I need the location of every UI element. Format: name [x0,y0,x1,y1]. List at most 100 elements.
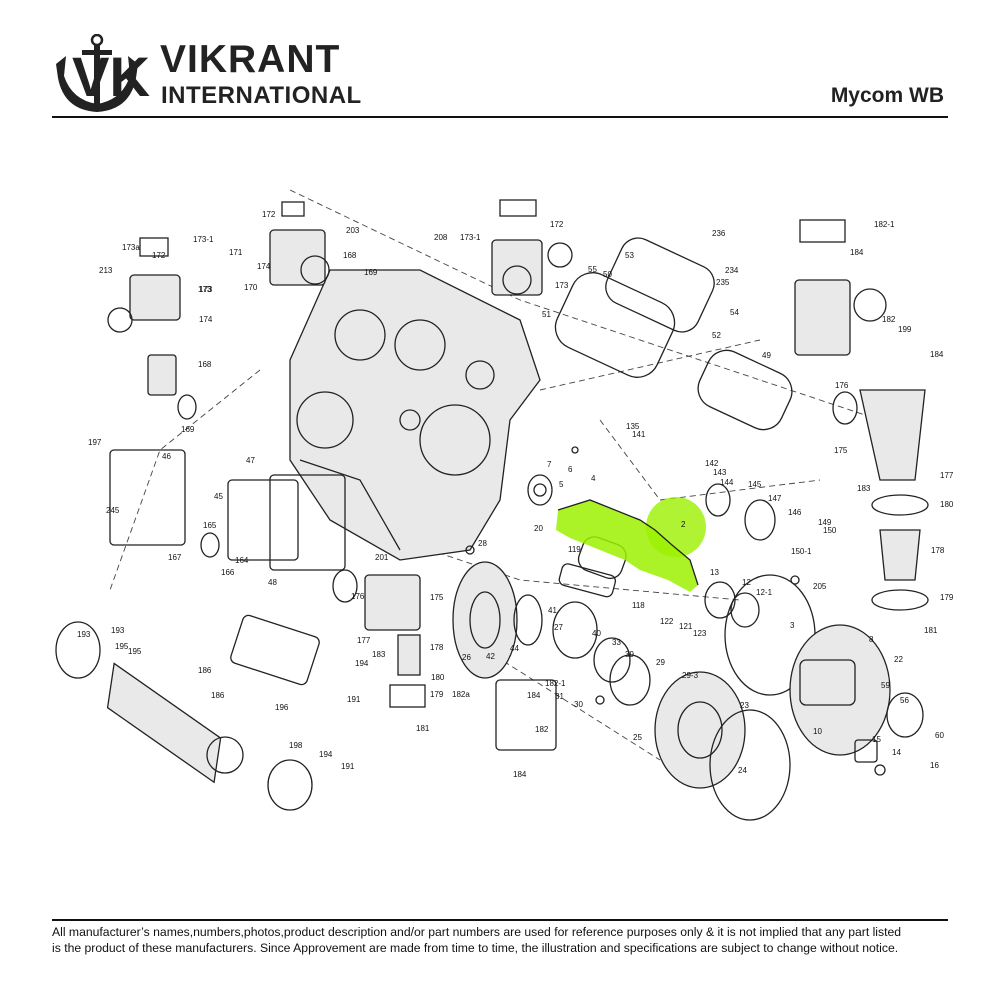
callout-label-173: 173 [198,285,212,294]
end-cover-right [724,574,924,763]
callout-label-51: 51 [542,310,551,319]
callout-label-195: 195 [115,642,129,651]
callout-label-194: 194 [355,659,369,668]
callout-label-201: 201 [375,553,389,562]
callout-label-213: 213 [99,266,113,275]
suction-valve-center [491,199,573,296]
callout-label-184: 184 [850,248,864,257]
callout-label-60: 60 [935,731,944,740]
brand-subtitle: INTERNATIONAL [161,82,362,109]
callout-label-55: 55 [588,265,597,274]
callout-label-49: 49 [762,351,771,360]
callout-label-44: 44 [510,644,519,653]
callout-label-181: 181 [416,724,430,733]
callout-label-164: 164 [235,556,249,565]
callout-label-167: 167 [168,553,182,562]
callout-label-180: 180 [940,500,954,509]
callout-label-173-1: 173-1 [193,235,214,244]
callout-label-149: 149 [818,518,832,527]
callout-label-59: 59 [881,681,890,690]
callout-label-182: 182 [882,315,896,324]
page-header: VK VIKRANT INTERNATIONAL Mycom WB [0,0,1000,120]
callout-label-173: 173 [199,285,213,294]
callout-label-193: 193 [111,626,125,635]
callout-label-23: 23 [740,701,749,710]
callout-label-182-1: 182-1 [545,679,566,688]
crankshaft [556,500,698,592]
callout-label-28: 28 [478,539,487,548]
callout-label-177: 177 [940,471,954,480]
callout-label-54: 54 [730,308,739,317]
callout-label-31: 31 [555,692,564,701]
callout-label-46: 46 [162,452,171,461]
callout-label-173-1: 173-1 [460,233,481,242]
callout-label-171: 171 [229,248,243,257]
callout-label-197: 197 [88,438,102,447]
callout-label-30: 30 [574,700,583,709]
callout-label-245: 245 [106,506,120,515]
callout-label-10: 10 [813,727,822,736]
callout-label-184: 184 [513,770,527,779]
callout-label-191: 191 [347,695,361,704]
disclaimer: All manufacturer’s names,numbers,photos,… [52,924,952,956]
callout-label-168: 168 [198,360,212,369]
callout-label-118: 118 [632,601,645,610]
callout-label-179: 179 [940,593,954,602]
callout-label-180: 180 [431,673,445,682]
callout-label-236: 236 [712,229,726,238]
callout-label-7: 7 [547,460,552,469]
callout-label-184: 184 [527,691,541,700]
callout-label-119: 119 [568,545,581,554]
callout-label-208: 208 [434,233,448,242]
callout-label-27: 27 [554,623,563,632]
callout-labels: 172203173-1172173173a1711701741681692131… [77,210,954,779]
callout-label-29-3: 29-3 [682,671,699,680]
callout-label-193: 193 [77,630,91,639]
callout-label-12: 12 [742,578,751,587]
callout-label-205: 205 [813,582,827,591]
callout-label-3: 3 [790,621,795,630]
strainer-housing-right [832,389,929,611]
callout-label-182: 182 [535,725,549,734]
callout-label-195: 195 [128,647,142,656]
callout-label-135: 135 [626,422,640,431]
callout-label-182a: 182a [452,690,470,699]
callout-label-56: 56 [900,696,909,705]
callout-label-177: 177 [357,636,371,645]
header-divider [52,116,948,118]
callout-label-121: 121 [679,622,693,631]
callout-label-24: 24 [738,766,747,775]
callout-label-179: 179 [430,690,444,699]
callout-label-165: 165 [203,521,217,530]
callout-label-144: 144 [720,478,734,487]
callout-label-178: 178 [931,546,945,555]
valve-assembly-upper-left [107,237,197,420]
callout-label-39: 39 [625,650,634,659]
callout-label-186: 186 [211,691,225,700]
callout-label-186: 186 [198,666,212,675]
callout-label-174: 174 [257,262,271,271]
callout-label-142: 142 [705,459,719,468]
callout-label-150-1: 150-1 [791,547,812,556]
callout-label-173a: 173a [122,243,140,252]
callout-label-45: 45 [214,492,223,501]
callout-label-176: 176 [351,592,365,601]
bearing-housing-center [452,561,617,679]
suction-valve-left [269,201,330,286]
callout-label-2: 2 [681,520,686,529]
compressor-casing [289,269,541,561]
callout-label-47: 47 [246,456,255,465]
callout-label-8: 8 [869,635,874,644]
callout-label-203: 203 [346,226,360,235]
callout-label-4: 4 [591,474,596,483]
callout-label-141: 141 [632,430,646,439]
callout-label-33: 33 [612,638,621,647]
callout-label-173: 173 [555,281,569,290]
callout-label-183: 183 [372,650,386,659]
callout-label-176: 176 [835,381,849,390]
callout-label-183: 183 [857,484,871,493]
callout-label-172: 172 [262,210,276,219]
callout-label-20: 20 [534,524,543,533]
discharge-valve-right [794,219,887,356]
callout-label-22: 22 [894,655,903,664]
